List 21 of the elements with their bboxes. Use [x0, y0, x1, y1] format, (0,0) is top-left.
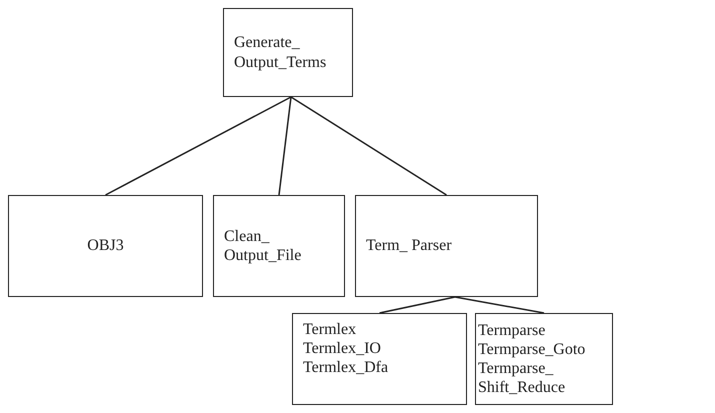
box-label: Termlex_Dfa: [303, 358, 390, 378]
connector-line: [278, 96, 292, 196]
box-label: OBJ3: [87, 236, 124, 256]
box-label: Termlex: [303, 320, 358, 340]
box-label: Termparse: [478, 320, 546, 340]
box-label: Term_ Parser: [366, 236, 453, 256]
process-box: [8, 195, 203, 297]
connector-line: [105, 96, 292, 196]
box-label: Generate_ Output_Terms: [234, 33, 328, 72]
connector-line: [379, 296, 456, 314]
connector-line: [454, 296, 544, 314]
box-label: Termlex_IO: [303, 339, 382, 358]
process-box: [213, 195, 345, 297]
box-label: Termparse_ Shift_Reduce: [478, 359, 566, 398]
process-box: [292, 313, 467, 405]
box-label: Termparse_Goto: [478, 340, 586, 359]
process-box: [355, 195, 538, 297]
connector-line: [290, 96, 447, 196]
box-label: Clean_ Output_File: [224, 226, 302, 266]
process-box: [475, 313, 613, 405]
process-box: [223, 8, 353, 97]
